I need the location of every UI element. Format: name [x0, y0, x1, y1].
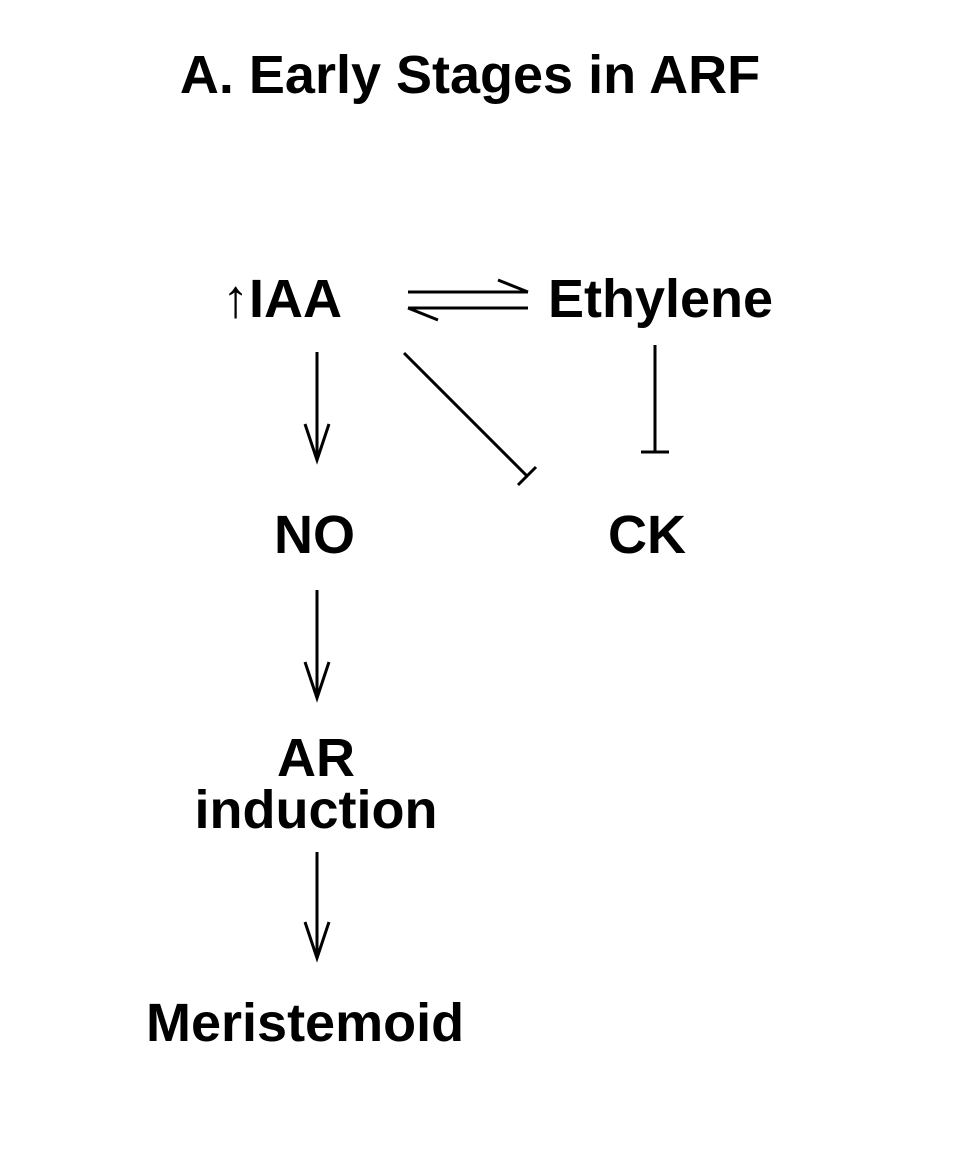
arrow-head — [303, 921, 331, 963]
node-no: NO — [274, 505, 355, 565]
inhibit-shaft — [402, 351, 529, 478]
edge-ethylene-ck-inhibit — [641, 345, 669, 454]
inhibit-bar — [516, 465, 538, 487]
edge-ar-meristemoid-arrow — [303, 852, 331, 963]
node-iaa: ↑IAA — [222, 272, 342, 326]
edge-iaa-no-arrow — [303, 352, 331, 465]
edge-iaa-ck-inhibit — [402, 351, 538, 487]
node-ck: CK — [608, 505, 686, 565]
diagram-title: A. Early Stages in ARF — [179, 45, 761, 105]
node-ar-induction-line2: induction — [194, 780, 438, 840]
edge-no-ar-arrow — [303, 590, 331, 703]
reverse-arrow-half-head — [407, 306, 439, 322]
node-meristemoid: Meristemoid — [146, 993, 465, 1053]
node-ar-induction-line1: AR — [277, 728, 355, 788]
arrow-head — [303, 423, 331, 465]
node-iaa-label: IAA — [249, 269, 342, 329]
up-arrow-icon: ↑ — [222, 269, 249, 329]
node-ar-induction: AR induction — [166, 728, 466, 840]
edge-iaa-ethylene-reversible — [407, 278, 529, 322]
node-ethylene: Ethylene — [548, 269, 774, 329]
arrow-head — [303, 661, 331, 703]
forward-arrow-half-head — [497, 278, 529, 294]
